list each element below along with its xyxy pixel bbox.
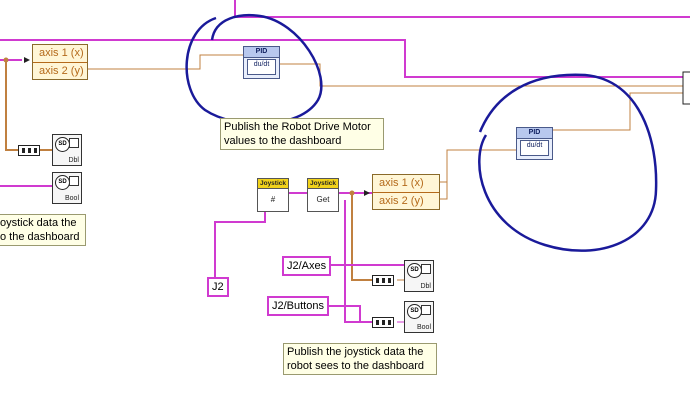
- build-array-left-1[interactable]: [18, 145, 40, 156]
- unbundle-mid-axis2: axis 2 (y): [379, 195, 424, 207]
- pid-right-title: PID: [517, 128, 552, 139]
- sd-write-mid-dbl[interactable]: SD Dbl: [404, 260, 434, 292]
- sd-icon: SD: [407, 304, 422, 319]
- sd-mid-dbl-label: Dbl: [420, 283, 431, 290]
- grid-icon: [421, 305, 431, 315]
- unbundle-left-axis2: axis 2 (y): [39, 65, 84, 77]
- unbundle-mid-axis1: axis 1 (x): [373, 175, 439, 193]
- comment-left-joystick[interactable]: oystick data the o the dashboard: [0, 214, 86, 246]
- constant-j2-buttons[interactable]: J2/Buttons: [267, 296, 329, 316]
- sd-left-dbl-label: Dbl: [68, 157, 79, 164]
- comment-motor-line1: Publish the Robot Drive Motor: [224, 121, 371, 133]
- comment-motor-line2: values to the dashboard: [224, 135, 342, 147]
- mid-wires: [214, 149, 516, 323]
- comment-motor-publish[interactable]: Publish the Robot Drive Motor values to …: [220, 118, 384, 150]
- comment-joystick-publish[interactable]: Publish the joystick data the robot sees…: [283, 343, 437, 375]
- sd-icon: SD: [55, 175, 70, 190]
- pid-vi-top[interactable]: PID du/dt: [243, 46, 280, 79]
- joystick-get-title: Joystick: [308, 179, 338, 189]
- wire-arrows: [24, 57, 370, 196]
- sd-write-mid-bool[interactable]: SD Bool: [404, 301, 434, 333]
- pid-right-body: du/dt: [520, 140, 549, 156]
- constant-j2-axes[interactable]: J2/Axes: [282, 256, 332, 276]
- left-wires: [0, 57, 52, 187]
- grid-icon: [69, 176, 79, 186]
- right-edge-node: [682, 71, 690, 105]
- joystick-get-vi[interactable]: Joystick Get: [307, 178, 339, 212]
- build-array-mid-1[interactable]: [372, 275, 394, 286]
- sd-icon: SD: [55, 137, 70, 152]
- joystick-ref-vi[interactable]: Joystick #: [257, 178, 289, 212]
- joystick-ref-body: #: [270, 195, 276, 204]
- pid-top-body: du/dt: [247, 59, 276, 75]
- build-array-mid-2[interactable]: [372, 317, 394, 328]
- pid-top-title: PID: [244, 47, 279, 58]
- sd-write-left-dbl[interactable]: SD Dbl: [52, 134, 82, 166]
- sd-left-bool-label: Bool: [64, 195, 79, 202]
- sd-icon: SD: [407, 263, 422, 278]
- pid-vi-right[interactable]: PID du/dt: [516, 127, 553, 160]
- sd-mid-bool-label: Bool: [416, 324, 431, 331]
- unbundle-left[interactable]: axis 1 (x) axis 2 (y): [32, 44, 88, 80]
- joystick-ref-title: Joystick: [258, 179, 288, 189]
- constant-j2[interactable]: J2: [207, 277, 229, 297]
- sd-write-left-bool[interactable]: SD Bool: [52, 172, 82, 204]
- numeric-wire-top: [88, 54, 690, 131]
- cluster-wire-top: [0, 0, 690, 78]
- unbundle-left-axis1: axis 1 (x): [33, 45, 87, 63]
- grid-icon: [421, 264, 431, 274]
- annotation-circles: [185, 14, 658, 252]
- joystick-get-body: Get: [316, 195, 330, 204]
- comment-bottom-line2: robot sees to the dashboard: [287, 360, 424, 372]
- comment-bottom-line1: Publish the joystick data the: [287, 346, 424, 358]
- comment-left-line1: oystick data the: [0, 217, 77, 229]
- grid-icon: [69, 138, 79, 148]
- comment-left-line2: o the dashboard: [0, 231, 80, 243]
- unbundle-mid[interactable]: axis 1 (x) axis 2 (y): [372, 174, 440, 210]
